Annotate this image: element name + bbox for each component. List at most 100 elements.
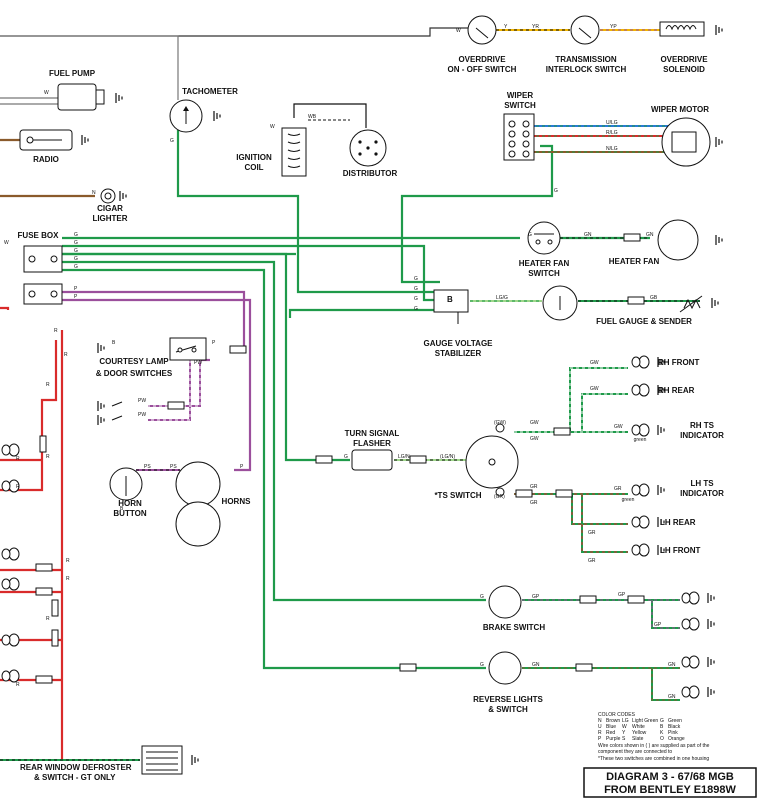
code-g-fuse2: G: [74, 240, 78, 246]
code-lgn-paren: (LG/N): [440, 454, 455, 460]
reverse-label: REVERSE LIGHTS: [473, 695, 543, 704]
rh-rear-label: RH REAR: [658, 386, 695, 395]
code-nlg: N/LG: [606, 146, 618, 152]
rear-window-defroster: REAR WINDOW DEFROSTER & SWITCH - GT ONLY: [20, 745, 199, 782]
ignition-coil-label: IGNITION: [236, 153, 272, 162]
color-code-cell: K: [660, 730, 664, 736]
code-y: Y: [504, 24, 508, 30]
color-codes-title: COLOR CODES: [598, 712, 636, 718]
code-gn-heater: GN: [584, 232, 592, 238]
color-code-cell: B: [660, 724, 664, 730]
code-wb: WB: [308, 114, 317, 120]
stabilizer-terminal-b: B: [447, 295, 453, 304]
courtesy-lamp: COURTESY LAMP & DOOR SWITCHES: [96, 337, 207, 426]
color-code-cell: Blue: [606, 724, 616, 730]
color-code-cell: Orange: [668, 736, 685, 742]
ignition-coil: IGNITION COIL: [236, 127, 307, 177]
code-r2: R: [64, 352, 68, 358]
code-pw2: PW: [138, 398, 146, 404]
code-g-stab2: G: [414, 286, 418, 292]
code-rlg: R/LG: [606, 130, 618, 136]
code-p-horn: P: [240, 464, 244, 470]
lh-rear-label: LH REAR: [660, 518, 696, 527]
code-g-stab1: G: [414, 276, 418, 282]
wire-code-labels: W Y YR YP W W WB G U/LG R/LG N/LG G N W …: [4, 24, 676, 700]
fuel-gauge: FUEL GAUGE & SENDER: [542, 285, 719, 326]
color-code-cell: Light Green: [632, 718, 658, 724]
code-pw1: PW: [194, 360, 202, 366]
rh-ts-label: RH TS: [690, 421, 715, 430]
code-gr3: GR: [614, 486, 622, 492]
stabilizer-label: GAUGE VOLTAGE: [423, 339, 493, 348]
code-ulg: U/LG: [606, 120, 618, 126]
color-codes-note-3: *These two switches are combined in one …: [598, 756, 709, 762]
code-g-tach: G: [170, 138, 174, 144]
code-g-fuse1: G: [74, 232, 78, 238]
color-code-cell: P: [598, 736, 602, 742]
wire-green-tach: [176, 130, 440, 294]
code-lgn: LG/N: [398, 454, 410, 460]
code-r8: R: [66, 576, 70, 582]
gauge-voltage-stabilizer: B GAUGE VOLTAGE STABILIZER: [423, 289, 493, 358]
code-gr-paren: (GR): [494, 494, 505, 500]
stabilizer-label-2: STABILIZER: [435, 349, 482, 358]
code-g-heater: G: [528, 232, 532, 238]
code-gr1: GR: [530, 484, 538, 490]
tachometer-label: TACHOMETER: [182, 87, 238, 96]
fuel-pump-label: FUEL PUMP: [49, 69, 96, 78]
distributor: DISTRIBUTOR: [343, 129, 397, 178]
code-g-stab3: G: [414, 296, 418, 302]
reverse-label-2: & SWITCH: [488, 705, 528, 714]
code-g-flasher: G: [344, 454, 348, 460]
radio: RADIO: [19, 129, 89, 164]
code-b-horn: B: [120, 506, 124, 512]
code-gn-rev3: GN: [668, 694, 676, 700]
code-gr4: GR: [588, 530, 596, 536]
code-yr: YR: [532, 24, 539, 30]
ts-switch-label: *TS SWITCH: [434, 491, 481, 500]
wiper-motor: WIPER MOTOR: [651, 105, 723, 167]
horns-label: HORNS: [222, 497, 252, 506]
reverse-switch: REVERSE LIGHTS & SWITCH: [473, 651, 544, 714]
transmission-label-2: INTERLOCK SWITCH: [546, 65, 627, 74]
color-code-cell: Purple: [606, 736, 621, 742]
rear-defroster-label: REAR WINDOW DEFROSTER: [20, 763, 132, 772]
code-ps2: PS: [170, 464, 177, 470]
code-w-fuse: W: [4, 240, 9, 246]
color-code-cell: Y: [622, 730, 626, 736]
code-pw3: PW: [138, 412, 146, 418]
color-code-cell: Black: [668, 724, 681, 730]
code-gp3: GP: [654, 622, 662, 628]
rear-defroster-label-2: & SWITCH - GT ONLY: [34, 773, 116, 782]
heater-fan-switch-label-2: SWITCH: [528, 269, 560, 278]
code-gw4: GW: [590, 386, 599, 392]
code-g-stab4: G: [414, 306, 418, 312]
horn-button: HORN BUTTON: [109, 467, 147, 518]
heater-fan: HEATER FAN: [609, 219, 723, 266]
turn-flasher-label-2: FLASHER: [353, 439, 391, 448]
rh-front-label: RH FRONT: [658, 358, 699, 367]
code-r9: R: [46, 616, 50, 622]
code-gb: GB: [650, 295, 658, 301]
code-gn-rev2: GN: [668, 662, 676, 668]
color-code-cell: W: [622, 724, 627, 730]
wiper-switch-label-2: SWITCH: [504, 101, 536, 110]
color-code-cell: R: [598, 730, 602, 736]
code-gw1: GW: [530, 420, 539, 426]
code-b-courtesy: B: [112, 340, 116, 346]
code-p-courtesy: P: [212, 340, 216, 346]
code-gp1: GP: [532, 594, 540, 600]
color-code-cell: Red: [606, 730, 615, 736]
color-code-cell: LG: [622, 718, 629, 724]
color-code-cell: Brown: [606, 718, 620, 724]
fuse-box-label: FUSE BOX: [18, 231, 60, 240]
code-g-reverse: G: [480, 662, 484, 668]
code-gw2: GW: [530, 436, 539, 442]
code-g-fuse3: G: [74, 248, 78, 254]
lh-ts-green: green: [622, 497, 635, 503]
wiper-switch-label: WIPER: [507, 91, 533, 100]
code-g-fuse4: G: [74, 256, 78, 262]
color-code-cell: Yellow: [632, 730, 647, 736]
